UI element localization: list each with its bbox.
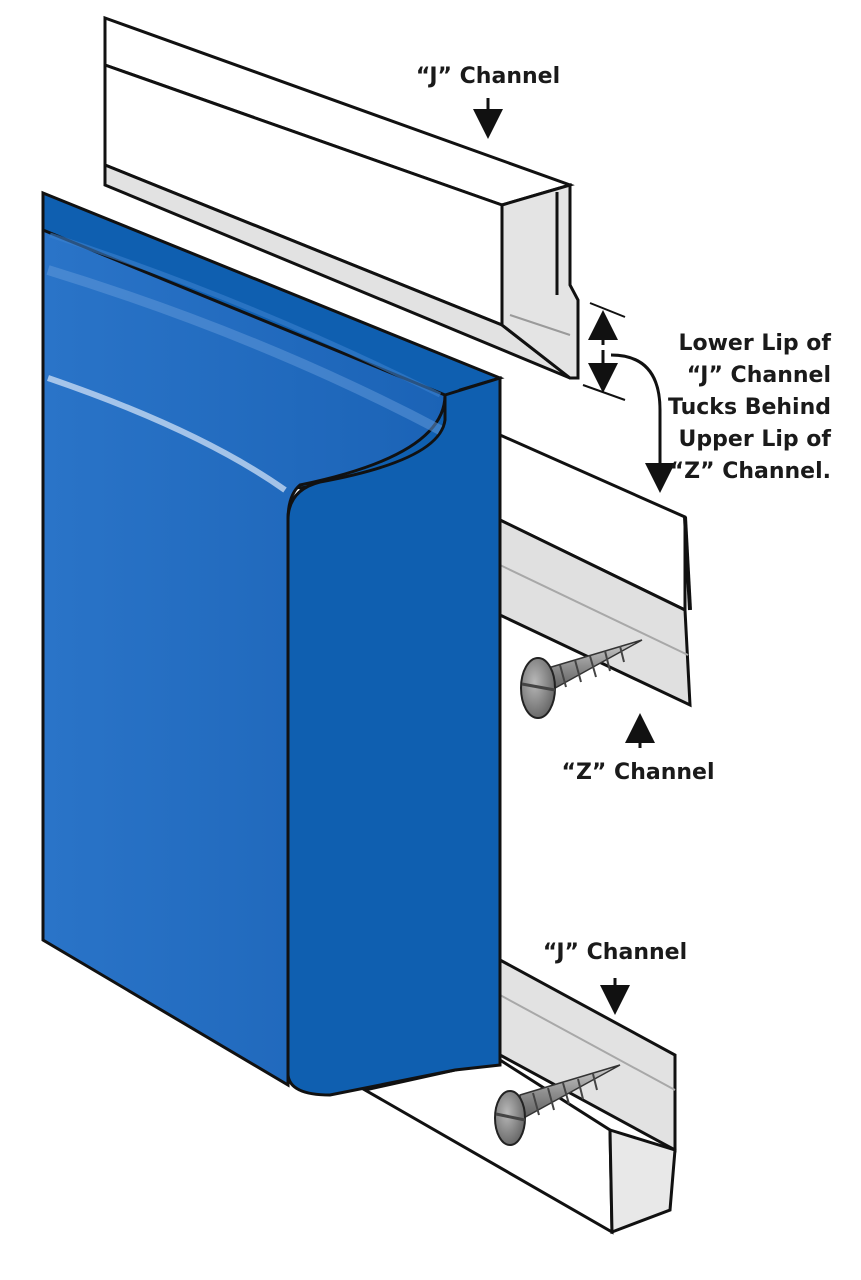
label-lower-lip-line-4: Upper Lip of [678, 427, 831, 452]
label-lower-lip-line-2: “J” Channel [686, 363, 831, 388]
label-lower-lip-line-3: Tucks Behind [668, 395, 831, 420]
tuck-leader-arrow [610, 353, 675, 493]
label-j-channel-bottom: “J” Channel [542, 940, 688, 965]
label-lower-lip-line-5: “Z” Channel. [669, 459, 831, 484]
screw-bottom [494, 1064, 621, 1146]
label-lower-lip-line-1: Lower Lip of [678, 331, 831, 356]
label-j-channel-top: “J” Channel [415, 64, 561, 89]
top-j-channel [103, 15, 580, 380]
label-z-channel: “Z” Channel [561, 760, 715, 785]
wall-pad [41, 190, 505, 1097]
screw-middle [520, 639, 643, 719]
lip-dimension-arrow [582, 302, 626, 401]
label-lower-lip-note: Lower Lip of “J” Channel Tucks Behind Up… [668, 328, 831, 488]
